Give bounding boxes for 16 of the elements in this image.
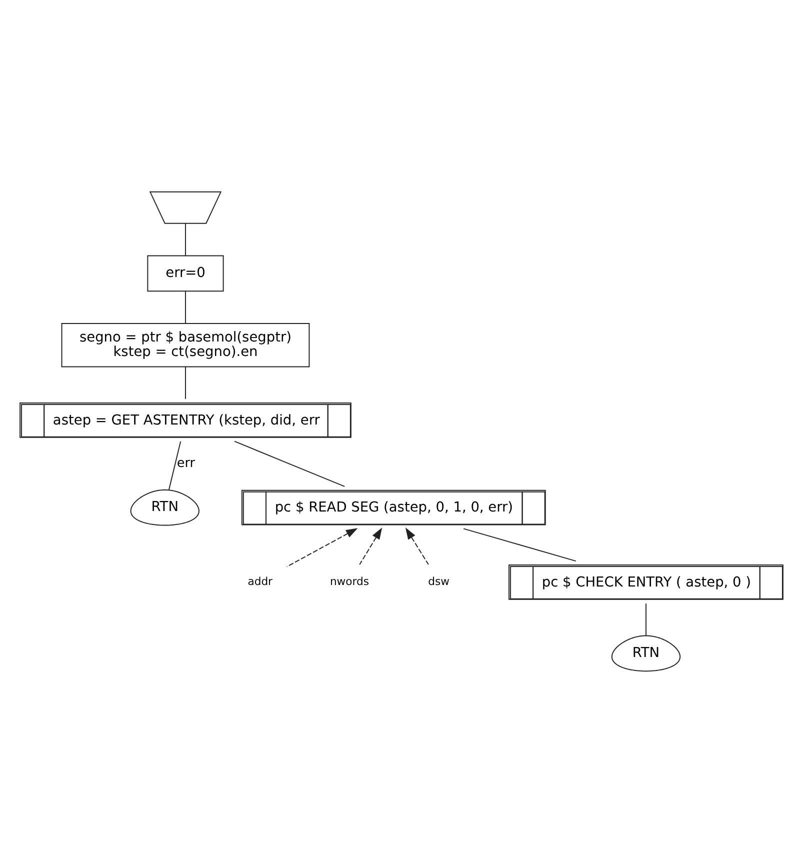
node-text: nwords [330,574,369,588]
connector [185,366,186,400]
connector [185,222,186,256]
node-text: dsw [428,574,450,588]
arrow [286,528,358,568]
arrow [359,528,382,566]
node-box: err=0 [147,255,224,292]
node-box: segno = ptr $ basemol(segptr) kstep = ct(segno).en [61,323,310,368]
node-semicircle [149,191,222,224]
node-text: addr [248,574,272,588]
arrow [405,528,429,566]
connector [463,528,576,562]
connector [185,290,186,324]
edge-label: err [176,456,196,472]
connector [234,440,346,487]
connector [168,440,182,490]
